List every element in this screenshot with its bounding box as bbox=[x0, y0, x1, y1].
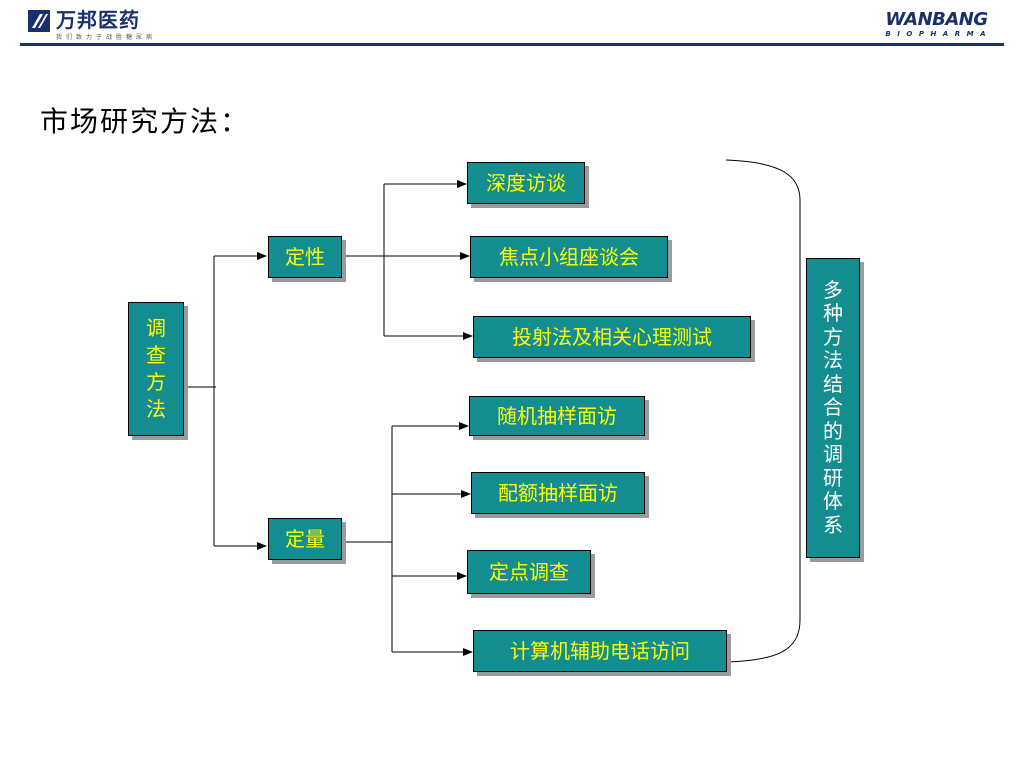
summary-node-char: 的 bbox=[823, 418, 843, 443]
brand-subtitle: BIOPHARMA bbox=[885, 30, 992, 38]
summary-node-char: 方 bbox=[823, 324, 843, 349]
summary-node-char: 系 bbox=[823, 512, 843, 537]
qual-method-node: 投射法及相关心理测试 bbox=[473, 316, 751, 358]
logo-slogan: 我们致力于战胜糖尿病 bbox=[56, 34, 157, 41]
summary-node-char: 种 bbox=[823, 301, 843, 326]
root-node-char: 方 bbox=[146, 370, 166, 394]
summary-node: 多种方法结合的调研体系 bbox=[806, 258, 860, 558]
root-node-char: 查 bbox=[146, 343, 166, 367]
quant-method-node: 随机抽样面访 bbox=[469, 396, 645, 436]
brand-name: WANBANG bbox=[885, 9, 988, 30]
root-node: 调查方法 bbox=[128, 302, 184, 436]
quant-method-node: 计算机辅助电话访问 bbox=[473, 630, 727, 672]
quantitative-node: 定量 bbox=[268, 518, 342, 560]
quant-method-node: 定点调查 bbox=[467, 550, 591, 594]
summary-node-char: 研 bbox=[823, 465, 843, 490]
summary-node-char: 合 bbox=[823, 395, 843, 420]
company-logo: 万邦医药 我们致力于战胜糖尿病 bbox=[28, 8, 156, 44]
qual-method-node: 焦点小组座谈会 bbox=[470, 236, 668, 278]
slide-header: 万邦医药 我们致力于战胜糖尿病 WANBANG BIOPHARMA bbox=[0, 0, 1024, 46]
summary-node-char: 调 bbox=[823, 442, 843, 467]
summary-node-char: 结 bbox=[823, 371, 843, 396]
page-title: 市场研究方法： bbox=[40, 105, 251, 138]
qual-method-node: 深度访谈 bbox=[467, 162, 585, 204]
quant-method-node: 配额抽样面访 bbox=[471, 472, 645, 514]
brand-logo: WANBANG BIOPHARMA bbox=[885, 9, 992, 39]
root-node-char: 法 bbox=[146, 397, 166, 421]
summary-node-char: 多 bbox=[823, 277, 843, 302]
summary-node-char: 法 bbox=[823, 348, 843, 373]
summary-node-char: 体 bbox=[823, 489, 843, 514]
summary-bracket bbox=[725, 159, 801, 663]
header-divider bbox=[20, 43, 1004, 46]
root-node-char: 调 bbox=[146, 316, 166, 340]
qualitative-node: 定性 bbox=[268, 236, 342, 278]
wanbang-logo-icon bbox=[28, 10, 50, 32]
logo-name: 万邦医药 bbox=[56, 8, 140, 32]
